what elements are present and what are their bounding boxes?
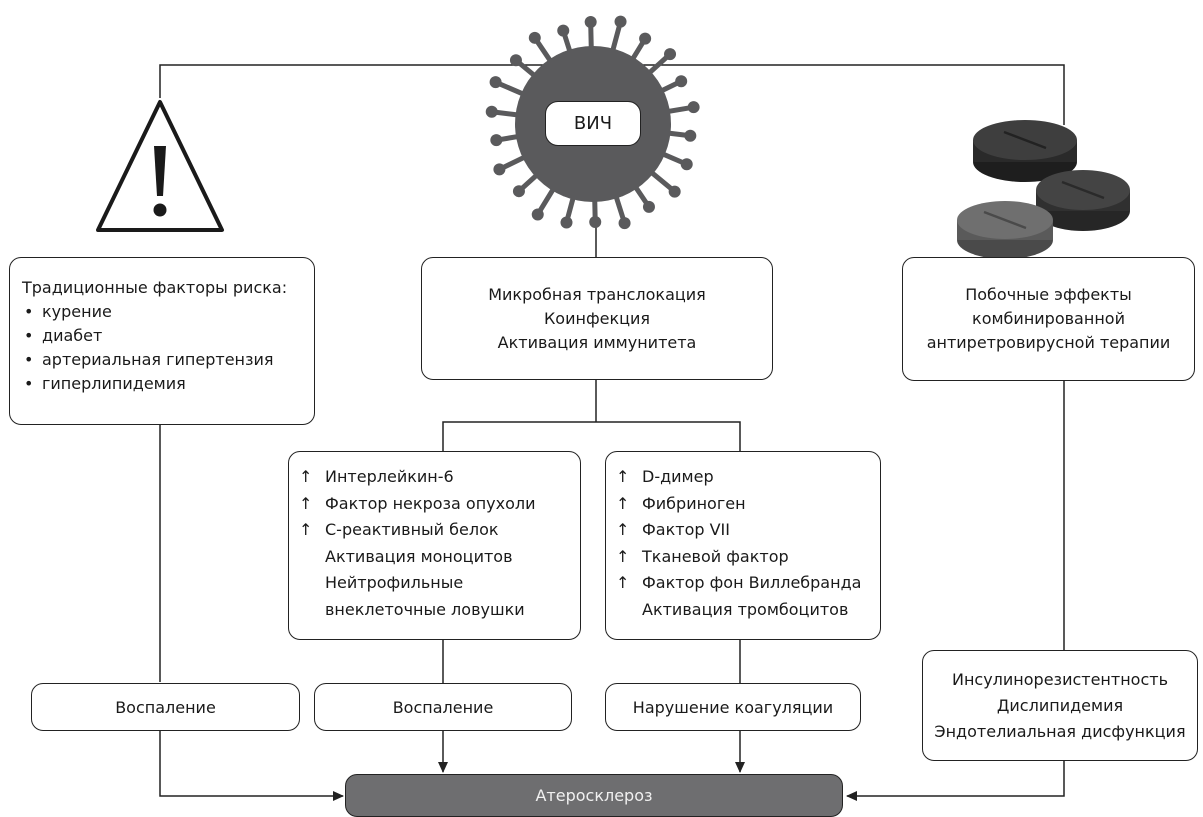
virus-spike-tip: [509, 54, 522, 67]
virus-spike-tip: [557, 24, 570, 37]
up-arrow-icon: ↑: [616, 573, 630, 592]
split-connector: [442, 421, 741, 451]
coagulation-markers-list: ↑ D-димер ↑ Фибриноген ↑ Фактор VII ↑ Тканев…: [616, 464, 874, 623]
list-item: Активация моноцитов: [299, 544, 572, 571]
list-item: Активация тромбоцитов: [616, 597, 874, 624]
marker-text: С-реактивный белок: [325, 520, 499, 539]
marker-text: Фактор фон Виллебранда: [642, 573, 862, 592]
side-effects-line: антиретровирусной терапии: [926, 333, 1171, 352]
list-item: внеклеточные ловушки: [299, 597, 572, 624]
hiv-label: ВИЧ: [545, 101, 641, 146]
list-item: гиперлипидемия: [22, 372, 302, 396]
list-item: ↑ С-реактивный белок: [299, 517, 572, 544]
virus-spike-tip: [489, 76, 502, 89]
marker-text: Активация моноцитов: [325, 546, 513, 566]
virus-spike-tip: [614, 15, 627, 28]
metabolic-line: Дислипидемия: [996, 695, 1124, 715]
virus-spike-tip: [584, 16, 597, 29]
up-arrow-icon: ↑: [616, 520, 630, 539]
marker-text: внеклеточные ловушки: [325, 599, 525, 619]
virus-spike-tip: [485, 105, 498, 118]
marker-text: Фибриноген: [642, 493, 746, 513]
traditional-title: Традиционные факторы риска:: [22, 278, 288, 297]
virus-spike-tip: [618, 217, 631, 230]
microbial-line: Коинфекция: [543, 308, 651, 328]
marker-text: D-димер: [642, 467, 714, 486]
virus-spike-tip: [589, 215, 602, 228]
up-arrow-icon: ↑: [299, 520, 313, 539]
marker-text: Фактор VII: [642, 520, 730, 539]
up-arrow-icon: ↑: [299, 493, 313, 513]
virus-spike-tip: [639, 32, 652, 45]
metabolic-box: Инсулинорезистентность Дислипидемия Эндо…: [922, 650, 1198, 761]
side-effects-line: комбинированной: [972, 309, 1125, 328]
virus-spike-tip: [493, 163, 506, 176]
virus-spike-tip: [490, 134, 503, 147]
list-item: ↑ D-димер: [616, 464, 874, 491]
inflammation-left-box: Воспаление: [31, 683, 300, 731]
list-item: ↑ Фактор VII: [616, 517, 874, 544]
list-item: ↑ Фактор некроза опухоли: [299, 491, 572, 518]
traditional-list: курение диабет артериальная гипертензия …: [22, 300, 302, 396]
pills-icon: [957, 120, 1130, 259]
virus-spike-tip: [675, 75, 688, 88]
coagulation-markers-box: ↑ D-димер ↑ Фибриноген ↑ Фактор VII ↑ Тканев…: [605, 451, 881, 640]
list-item: диабет: [22, 324, 302, 348]
microbial-line: Активация иммунитета: [497, 332, 697, 352]
metabolic-to-athero: [846, 761, 1065, 801]
list-item: ↑ Тканевой фактор: [616, 544, 874, 571]
up-arrow-icon: ↑: [616, 467, 630, 486]
marker-text: Нейтрофильные: [325, 573, 464, 592]
side-effects-box: Побочные эффекты комбинированной антирет…: [902, 257, 1195, 381]
list-item: ↑ Фактор фон Виллебранда: [616, 570, 874, 597]
list-item: артериальная гипертензия: [22, 348, 302, 372]
virus-spike-tip: [680, 158, 693, 171]
marker-text: Активация тромбоцитов: [642, 599, 849, 619]
side-effects-line: Побочные эффекты: [965, 285, 1132, 304]
virus-spike-tip: [512, 185, 525, 198]
up-arrow-icon: ↑: [299, 467, 313, 486]
marker-text: Интерлейкин-6: [325, 467, 454, 486]
traditional-risk-factors-box: Традиционные факторы риска: курение диаб…: [9, 257, 315, 425]
list-item: ↑ Фибриноген: [616, 491, 874, 518]
virus-spike-tip: [668, 185, 681, 198]
up-arrow-icon: ↑: [616, 546, 630, 566]
warning-triangle-icon: [96, 100, 224, 232]
metabolic-line: Эндотелиальная дисфункция: [934, 721, 1186, 741]
up-arrow-icon: ↑: [616, 493, 630, 513]
inflammation-markers-list: ↑ Интерлейкин-6 ↑ Фактор некроза опухоли ↑…: [299, 464, 572, 623]
virus-spike-tip: [560, 216, 573, 229]
inflammation-markers-box: ↑ Интерлейкин-6 ↑ Фактор некроза опухоли ↑…: [288, 451, 581, 640]
list-item: ↑ Интерлейкин-6: [299, 464, 572, 491]
atherosclerosis-box: Атеросклероз: [345, 774, 843, 817]
virus-spike-tip: [684, 129, 697, 142]
virus-spike-tip: [528, 31, 541, 44]
marker-text: Тканевой фактор: [642, 546, 789, 566]
marker-text: Фактор некроза опухоли: [325, 493, 536, 513]
virus-spike-tip: [642, 200, 655, 213]
coagulation-box: Нарушение коагуляции: [605, 683, 861, 731]
list-item: Нейтрофильные: [299, 570, 572, 597]
inflammation-mid-box: Воспаление: [314, 683, 572, 731]
microbial-line: Микробная транслокация: [488, 284, 706, 304]
virus-spike-tip: [664, 48, 677, 61]
metabolic-line: Инсулинорезистентность: [951, 669, 1168, 689]
microbial-box: Микробная транслокация Коинфекция Актива…: [421, 257, 773, 380]
inflammation-left-to-athero: [159, 731, 344, 801]
virus-spike-tip: [531, 208, 544, 221]
list-item: курение: [22, 300, 302, 324]
virus-spike-tip: [687, 101, 700, 114]
